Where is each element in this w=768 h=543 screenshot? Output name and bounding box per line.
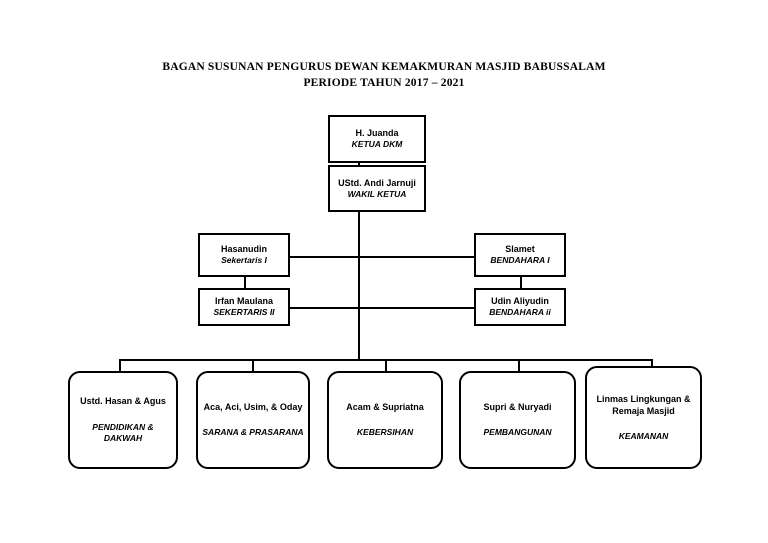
node-bendahara-1[interactable]: Slamet BENDAHARA I (474, 233, 566, 277)
connector-sekertaris2 (289, 307, 359, 309)
node-sekertaris-1-role: Sekertaris I (221, 255, 267, 266)
division-box-keamanan[interactable]: Linmas Lingkungan & Remaja Masjid KEAMAN… (585, 366, 702, 469)
division-box-kebersihan[interactable]: Acam & Supriatna KEBERSIHAN (327, 371, 443, 469)
node-ketua-name: H. Juanda (355, 128, 399, 139)
division-name-2: Aca, Aci, Usim, & Oday (203, 402, 303, 413)
node-bendahara-1-name: Slamet (505, 244, 535, 255)
node-sekertaris-2[interactable]: Irfan Maulana SEKERTARIS II (198, 288, 290, 326)
division-role-3a: KEBERSIHAN (356, 427, 414, 438)
node-wakil-ketua-name: UStd. Andi Jarnuji (338, 177, 416, 188)
division-role-4a: PEMBANGUNAN (483, 427, 552, 438)
connector-bendahara2 (358, 307, 475, 309)
connector-drop-2 (252, 359, 254, 372)
division-role-2a: SARANA & PRASARANA (202, 427, 304, 438)
division-role-1b: DAKWAH (103, 433, 143, 444)
page-title: BAGAN SUSUNAN PENGURUS DEWAN KEMAKMURAN … (0, 60, 768, 91)
connector-spine-main (358, 212, 360, 360)
node-sekertaris-1[interactable]: Hasanudin Sekertaris I (198, 233, 290, 277)
node-wakil-ketua[interactable]: UStd. Andi Jarnuji WAKIL KETUA (328, 165, 426, 212)
division-box-sarana-prasarana[interactable]: Aca, Aci, Usim, & Oday SARANA & PRASARAN… (196, 371, 310, 469)
node-bendahara-2-name: Udin Aliyudin (491, 296, 549, 307)
node-sekertaris-2-role: SEKERTARIS II (213, 307, 275, 318)
connector-sekertaris1 (289, 256, 359, 258)
node-bendahara-1-role: BENDAHARA I (490, 255, 550, 266)
title-line-2: PERIODE TAHUN 2017 – 2021 (303, 76, 465, 89)
connector-drop-3 (385, 359, 387, 372)
connector-drop-5 (651, 359, 653, 372)
node-sekertaris-1-name: Hasanudin (220, 244, 267, 255)
connector-drop-1 (119, 359, 121, 372)
node-bendahara-2[interactable]: Udin Aliyudin BENDAHARA ii (474, 288, 566, 326)
connector-drop-4 (518, 359, 520, 372)
node-ketua-role: KETUA DKM (351, 139, 403, 150)
node-sekertaris-2-name: Irfan Maulana (214, 296, 273, 307)
node-ketua[interactable]: H. Juanda KETUA DKM (328, 115, 426, 163)
division-name-1: Ustd. Hasan & Agus (80, 396, 166, 407)
division-role-5a: KEAMANAN (618, 430, 669, 441)
division-name-3: Acam & Supriatna (346, 402, 424, 413)
division-box-pendidikan-dakwah[interactable]: Ustd. Hasan & Agus PENDIDIKAN & DAKWAH (68, 371, 178, 469)
node-bendahara-2-role: BENDAHARA ii (489, 307, 551, 318)
connector-bendahara-link (520, 277, 522, 289)
node-wakil-ketua-role: WAKIL KETUA (347, 188, 407, 199)
connector-bendahara1 (358, 256, 475, 258)
division-box-pembangunan[interactable]: Supri & Nuryadi PEMBANGUNAN (459, 371, 576, 469)
connector-sekertaris-link (244, 277, 246, 289)
title-line-1: BAGAN SUSUNAN PENGURUS DEWAN KEMAKMURAN … (162, 61, 606, 73)
division-name-4: Supri & Nuryadi (483, 402, 552, 413)
division-name-5: Linmas Lingkungan & Remaja Masjid (596, 393, 691, 416)
division-role-1a: PENDIDIKAN & (92, 421, 154, 432)
